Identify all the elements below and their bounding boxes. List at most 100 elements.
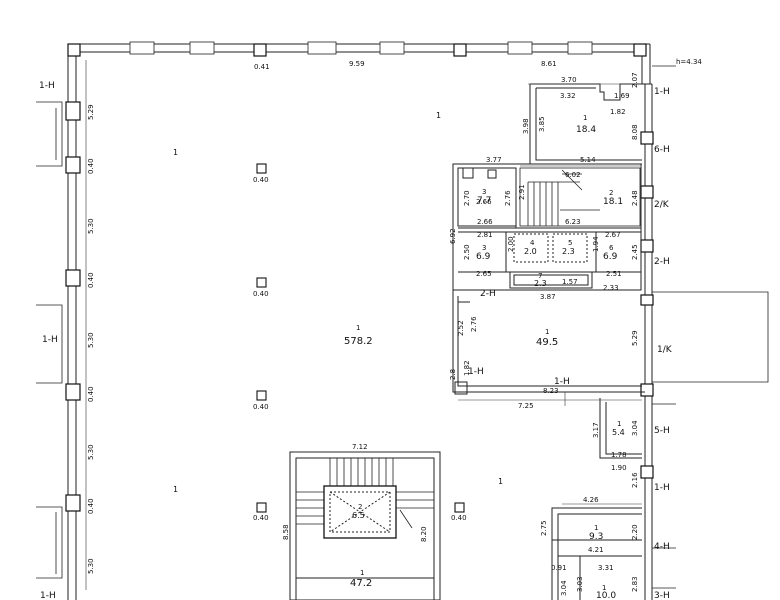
axis-right-8: 4-H [654,542,670,552]
svg-text:10.0: 10.0 [596,591,616,600]
room-lower-right [551,507,642,600]
dim-ur-3: 1.69 [614,92,630,100]
right-dim-2: 1.82 [610,108,626,116]
svg-text:2: 2 [609,189,613,197]
height-note: h=4.34 [676,58,702,66]
dim-sm-7: 0.91 [551,564,567,572]
right-dim-10: 2.83 [631,576,639,592]
room-label-2-0: 4 2.0 [524,239,537,256]
room-mark-2: 1 [173,148,178,157]
right-dim-9: 2.20 [631,524,639,540]
room-label-7-7: 3 7.7 [477,188,491,206]
axis-left-1: 1-H [39,81,55,91]
dim-wet-5: 2.66 [477,218,493,226]
room-label-5-4: 1 5.4 [612,420,625,437]
right-dim-1: 2.07 [631,72,639,88]
axis-right-3: 2/K [654,200,670,210]
dim-sm-3: 1.90 [611,464,627,472]
axis-right-5: 1/K [657,345,673,355]
dim-sm-4: 4.26 [583,496,599,504]
top-windows [129,41,593,55]
dim-wet-13: 2.66 [476,198,492,206]
svg-text:6.9: 6.9 [476,252,491,262]
svg-text:2.0: 2.0 [524,247,537,256]
svg-text:1: 1 [602,584,606,592]
axis-inner-1: 2-H [480,289,496,299]
column-label-1: 0.40 [253,176,269,184]
left-dim-4: 0.40 [87,272,95,288]
svg-text:2.3: 2.3 [534,279,547,288]
room-label-18-4: 1 18.4 [576,114,596,135]
room-small-5-4 [599,398,642,459]
dim-core-1: 7.12 [352,443,368,451]
column-label-2: 0.40 [253,290,269,298]
svg-text:6.9: 6.9 [603,252,618,262]
dim-hall-1: 2.52 [457,320,465,336]
left-dim-7: 5.30 [87,444,95,460]
svg-text:6.5: 6.5 [352,511,365,520]
room-label-10-0: 1 10.0 [596,584,616,600]
dim-wet-12: 2.65 [476,270,492,278]
dim-hall-5: 8.23 [543,387,559,395]
room-label-18-1: 2 18.1 [603,189,623,207]
axis-right-1: 1-H [654,87,670,97]
dim-wet-6: 6.92 [449,228,457,244]
room-label-6-5: 2 6.5 [352,503,365,520]
room-mark-1: 1 [436,111,441,120]
svg-text:9.3: 9.3 [589,532,603,542]
room-mark-3: 1 [173,485,178,494]
svg-text:1: 1 [583,114,587,122]
left-dim-6: 0.40 [87,386,95,402]
svg-text:1: 1 [356,324,360,332]
svg-text:49.5: 49.5 [536,337,558,348]
room-label-2-3-b: 7 2.3 [534,272,547,288]
dim-sm-2: 1.78 [611,451,627,459]
svg-text:2.3: 2.3 [562,247,575,256]
axis-inner-2: 1-H [468,367,484,377]
right-dim-8: 2.16 [631,472,639,488]
dim-sm-5: 2.75 [540,520,548,536]
axis-right-4: 2-H [654,257,670,267]
dim-wet-9: 2.50 [463,244,471,260]
dim-wet-15: 3.87 [540,293,556,301]
axis-right-2: 6-H [654,145,670,155]
stair-core-treads [296,458,434,529]
dim-wet-2: 2.70 [463,190,471,206]
dim-core-2: 8.58 [282,524,290,540]
room-label-47-2: 1 47.2 [350,569,372,589]
svg-text:1: 1 [360,569,364,577]
dim-ur-1: 3.70 [561,76,577,84]
svg-text:1: 1 [594,524,598,532]
svg-text:2: 2 [358,503,362,511]
dim-wet-7: 2.81 [477,231,493,239]
left-dim-5: 5.30 [87,332,95,348]
dim-wet-1: 3.77 [486,156,502,164]
room-label-6-9-a: 3 6.9 [476,244,491,262]
column-label-5: 0.40 [451,514,467,522]
right-dim-6: 5.29 [631,330,639,346]
svg-text:5: 5 [568,239,572,247]
right-dim-4: 2.48 [631,190,639,206]
left-dim-8: 0.40 [87,498,95,514]
axis-left-2: 1-H [42,335,58,345]
axis-right-6: 5-H [654,426,670,436]
svg-text:6: 6 [609,244,614,252]
right-dim-7: 3.04 [631,420,639,436]
left-dim-9: 5.30 [87,558,95,574]
svg-text:18.1: 18.1 [603,197,623,207]
dim-hall-4: 2.8 [449,369,457,380]
column-label-3: 0.40 [253,403,269,411]
dim-wet-16: 1.57 [562,278,578,286]
dimension-lines [85,60,642,590]
svg-text:3: 3 [482,244,486,252]
dim-stair-2: 6.23 [565,218,581,226]
dim-ur-5: 3.85 [538,116,546,132]
left-dim-3: 5.30 [87,218,95,234]
dim-ur-6: 5.14 [580,156,596,164]
dim-core-3: 8.20 [420,526,428,542]
interior-columns [256,163,465,513]
room-hall [452,290,645,395]
svg-text:7.7: 7.7 [477,196,491,206]
dim-wet-8: 2.67 [605,231,621,239]
axis-inner-3: 1-H [554,377,570,387]
